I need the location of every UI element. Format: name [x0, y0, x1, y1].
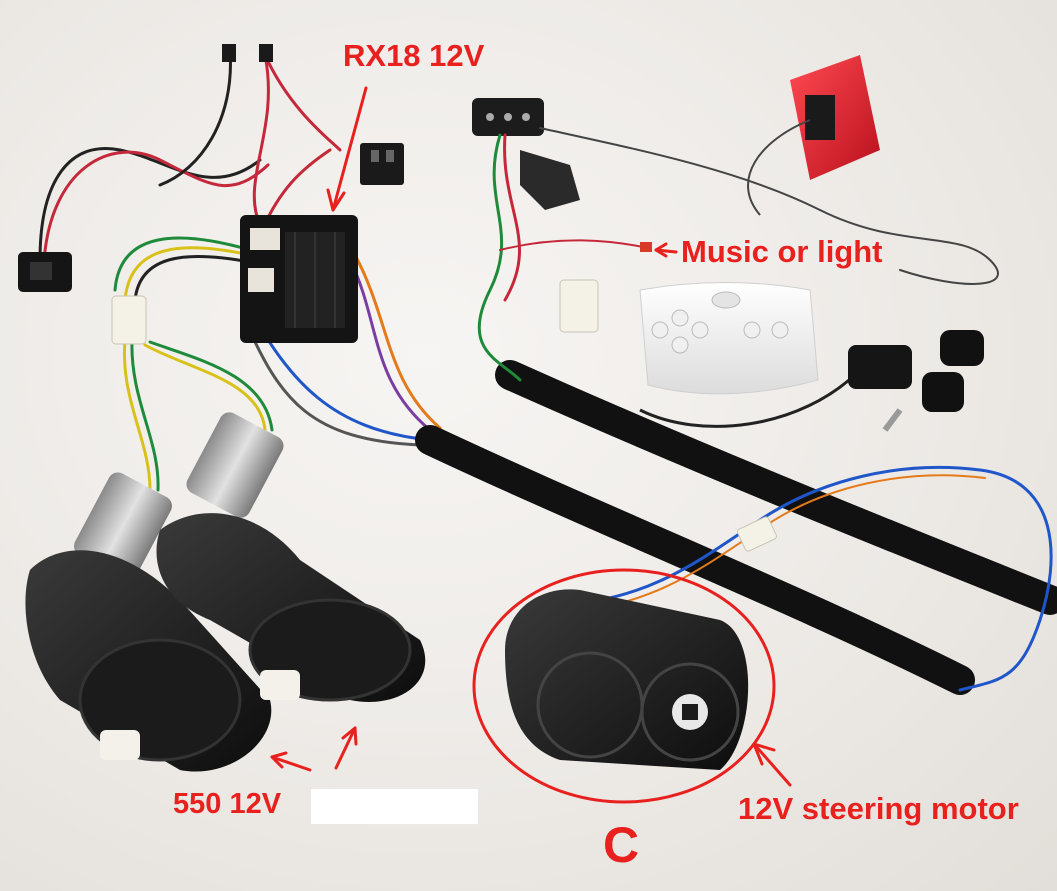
- red-switch: [790, 55, 880, 180]
- left-wire-harness: [38, 48, 342, 264]
- drive-motor-label: 550 12V: [173, 788, 282, 820]
- key-switch: [639, 330, 984, 432]
- steering-arrow: [752, 742, 792, 787]
- variant-letter: C: [603, 817, 640, 873]
- remote-control: [639, 282, 819, 395]
- drive-motor-right: [156, 412, 426, 702]
- steering-motor-label: 12V steering motor: [738, 791, 1019, 826]
- drive-motor-left: [25, 472, 272, 772]
- music-connector: [640, 242, 652, 252]
- white-plug: [559, 279, 599, 333]
- white-plug: [111, 295, 147, 345]
- steering-motor: [505, 589, 749, 770]
- motor-arrow-2: [334, 726, 357, 770]
- controller-box: [240, 215, 358, 343]
- music-light-label: Music or light: [681, 234, 883, 269]
- annotations: [270, 86, 792, 804]
- pedal-switch: [472, 98, 580, 210]
- controller-arrow: [331, 86, 368, 212]
- steering-motor-circle: [472, 568, 776, 804]
- small-connector: [222, 44, 236, 62]
- left-switch: [18, 252, 72, 292]
- controller-label: RX18 12V: [343, 38, 485, 73]
- white-plug: [737, 516, 777, 552]
- controller-wires: [113, 236, 442, 492]
- plug-connector: [360, 143, 404, 185]
- pedal-wires: [477, 127, 999, 382]
- small-connector: [259, 44, 273, 62]
- motor-arrow-1: [270, 755, 312, 772]
- redaction-box: [311, 789, 478, 824]
